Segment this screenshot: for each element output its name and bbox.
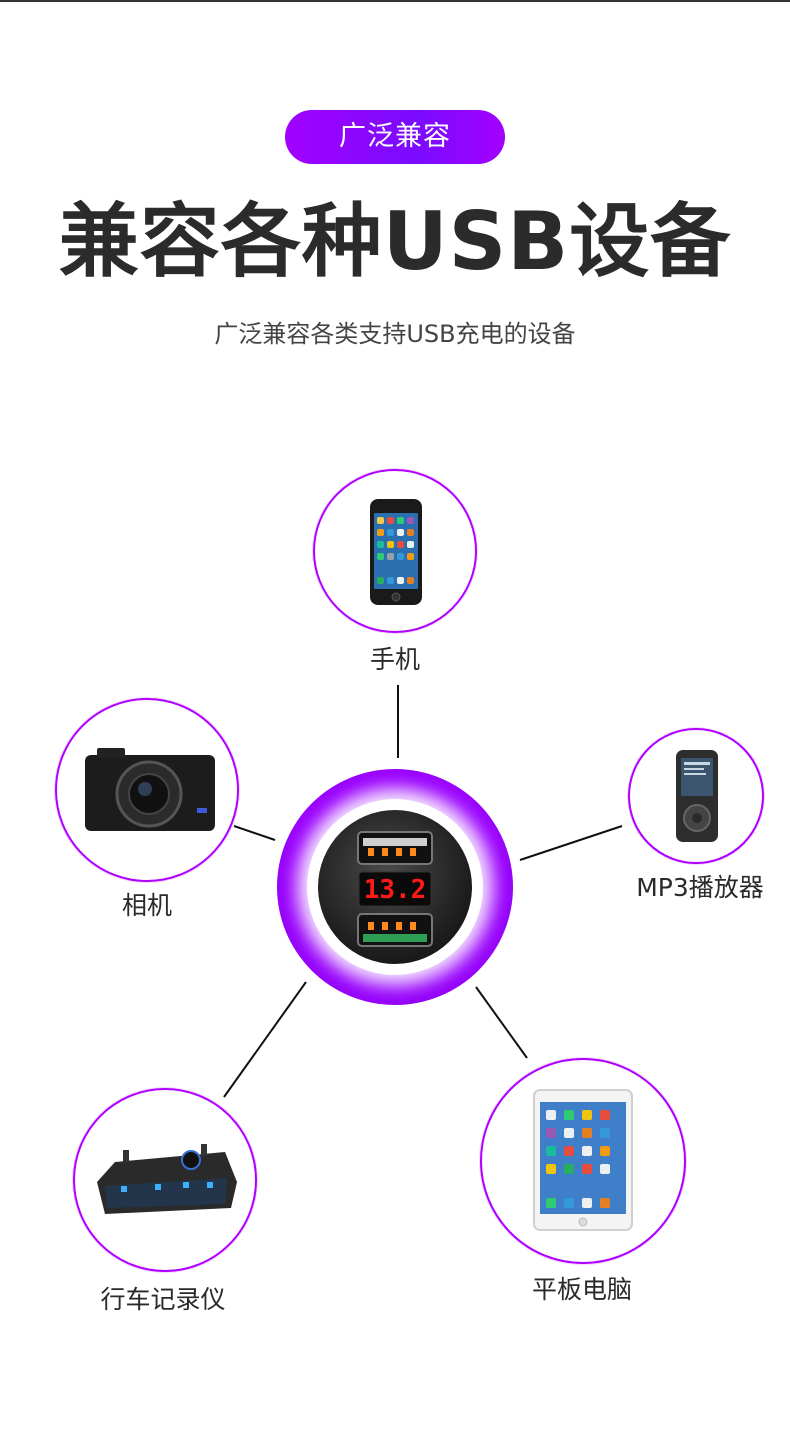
device-label-dashcam: 行车记录仪: [100, 1285, 226, 1314]
device-label-phone: 手机: [369, 645, 420, 674]
device-ring-mp3: [628, 728, 764, 864]
connector-mp3: [519, 825, 623, 861]
device-ring-phone: [313, 469, 477, 633]
phone-icon: [370, 499, 422, 605]
device-label-mp3: MP3播放器: [636, 873, 764, 902]
car-charger-icon: 13.2: [357, 831, 433, 947]
page-subtitle: 广泛兼容各类支持USB充电的设备: [214, 320, 576, 348]
tablet-icon: [533, 1089, 633, 1231]
device-label-camera: 相机: [121, 891, 172, 920]
device-ring-camera: [55, 698, 239, 882]
charger-center: 13.2: [277, 769, 513, 1005]
device-ring-dashcam: [73, 1088, 257, 1272]
voltage-display: 13.2: [364, 875, 427, 905]
connector-camera: [233, 825, 276, 841]
camera-icon: [85, 748, 215, 831]
connector-dashcam: [223, 981, 307, 1098]
connector-tablet: [475, 986, 528, 1059]
device-label-tablet: 平板电脑: [531, 1275, 632, 1304]
mp3-player-icon: [676, 750, 718, 842]
compat-badge: 广泛兼容: [285, 110, 505, 164]
device-ring-tablet: [480, 1058, 686, 1264]
page-title: 兼容各种USB设备: [58, 195, 732, 288]
charger-face: 13.2: [318, 810, 472, 964]
top-divider: [0, 0, 790, 2]
dashcam-icon: [97, 1144, 237, 1214]
